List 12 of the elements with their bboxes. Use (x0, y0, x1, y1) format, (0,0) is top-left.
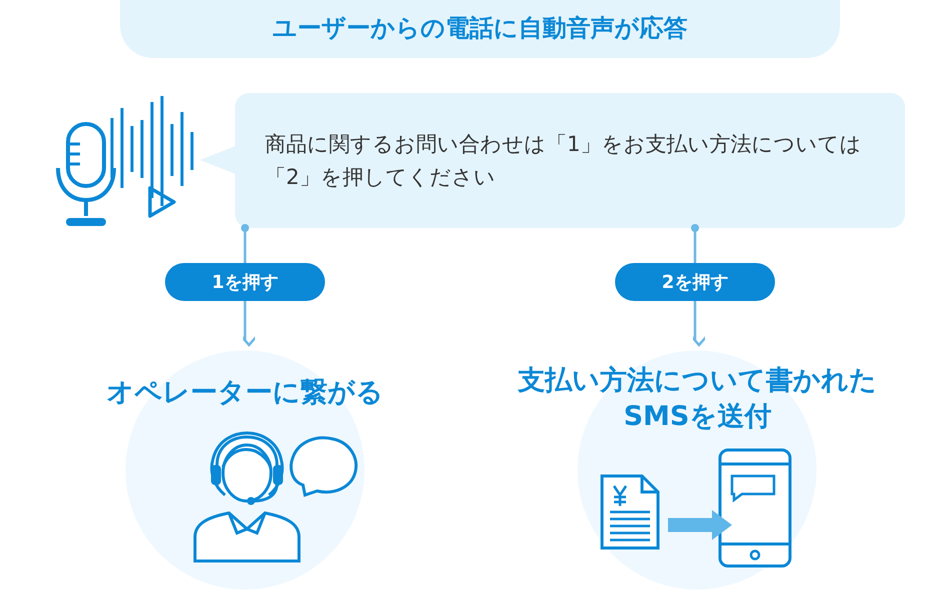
key-press-badge: 2を押す (615, 263, 775, 301)
speech-bubble (235, 93, 905, 228)
title-banner: ユーザーからの電話に自動音声が応答 (120, 0, 840, 58)
prompt-text: 商品に関するお問い合わせは「1」をお支払い方法については「2」を押してください (265, 130, 862, 190)
result-heading: オペレーターに繋がる (106, 376, 384, 410)
connector-arrow (690, 301, 708, 346)
key-press-badge: 1を押す (165, 263, 325, 301)
block-arrow (668, 510, 732, 540)
smartphone-icon (718, 448, 792, 568)
document-icon (600, 474, 660, 550)
connector-arrow (240, 301, 258, 346)
result-heading: 支払い方法について書かれたSMSを送付 (516, 364, 878, 434)
